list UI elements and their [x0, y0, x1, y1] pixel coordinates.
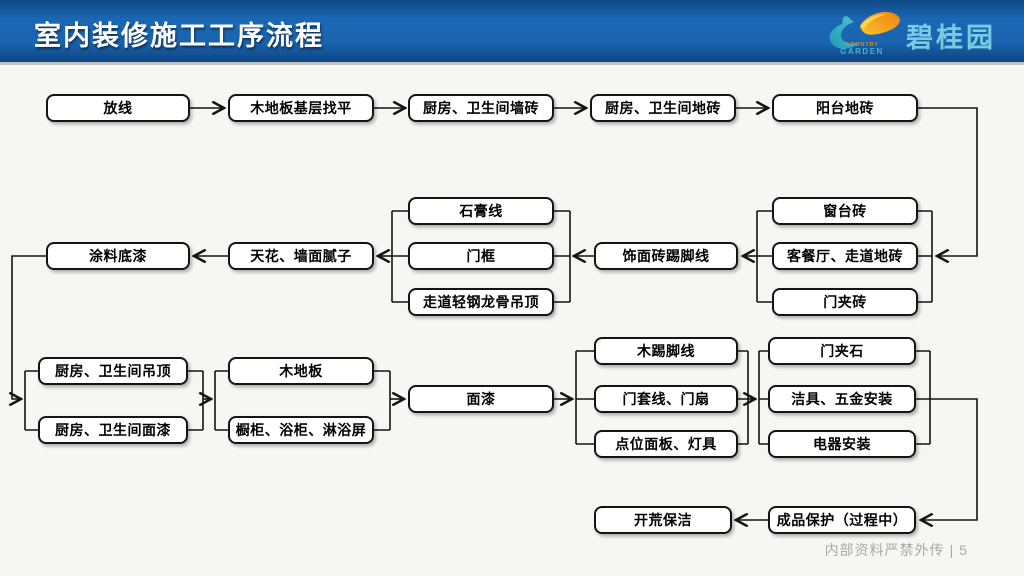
brand-name: 碧桂园 [906, 23, 996, 53]
flow-node-kitchen-bath-ceiling: 厨房、卫生间吊顶 [38, 357, 188, 385]
confidential-note: 内部资料严禁外传 [824, 542, 945, 558]
flow-node-door-trim-leaf: 门套线、门扇 [594, 385, 738, 413]
flow-node-door-clip-stone: 门夹石 [768, 337, 916, 365]
flow-node-appliance-install: 电器安装 [768, 430, 916, 458]
flow-node-tile-skirting: 饰面砖踢脚线 [594, 242, 738, 270]
flow-node-ceiling-wall-putty: 天花、墙面腻子 [228, 242, 374, 270]
flow-node-topcoat: 面漆 [408, 385, 554, 413]
flow-node-product-protection: 成品保护（过程中） [768, 506, 916, 534]
flow-node-wood-floor-base-leveling: 木地板基层找平 [228, 94, 374, 122]
flow-node-kitchen-bath-topcoat: 厨房、卫生间面漆 [38, 416, 188, 444]
flow-node-kitchen-bath-wall-tile: 厨房、卫生间墙砖 [408, 94, 554, 122]
country-garden-swirl-icon: COUNTRY GARDEN [829, 11, 900, 56]
flow-node-cabinet-bath-shower: 橱柜、浴柜、淋浴屏 [228, 416, 374, 444]
flow-node-balcony-floor-tile: 阳台地砖 [772, 94, 918, 122]
page-title: 室内装修施工工序流程 [34, 21, 324, 51]
header-bar: 室内装修施工工序流程 COUNTRY [0, 0, 1024, 65]
footer: 内部资料严禁外传 | 5 [825, 540, 968, 560]
flow-node-wood-floor: 木地板 [228, 357, 374, 385]
flow-node-survey-layout: 放线 [46, 94, 190, 122]
flow-node-living-dining-floor-tile: 客餐厅、走道地砖 [772, 242, 918, 270]
flow-node-rough-cleaning: 开荒保洁 [594, 506, 732, 534]
footer-divider: | [949, 542, 955, 558]
page-number: 5 [959, 542, 968, 558]
flow-node-kitchen-bath-floor-tile: 厨房、卫生间地砖 [590, 94, 736, 122]
flow-node-gypsum-line: 石膏线 [408, 197, 554, 225]
logo-subtext-country: COUNTRY [845, 42, 879, 48]
brand-logo: COUNTRY GARDEN 碧桂园 [816, 4, 996, 60]
logo-subtext-garden: GARDEN [840, 47, 884, 56]
flow-node-corridor-steel-ceiling: 走道轻钢龙骨吊顶 [408, 288, 554, 316]
flow-node-window-sill-tile: 窗台砖 [772, 197, 918, 225]
flow-node-wood-skirting: 木踢脚线 [594, 337, 738, 365]
flow-node-door-frame: 门框 [408, 242, 554, 270]
flow-node-primer-paint: 涂料底漆 [46, 242, 190, 270]
flow-node-panel-lights: 点位面板、灯具 [594, 430, 738, 458]
flow-node-sanitary-hardware-install: 洁具、五金安装 [768, 385, 916, 413]
flow-node-door-clip-tile: 门夹砖 [772, 288, 918, 316]
